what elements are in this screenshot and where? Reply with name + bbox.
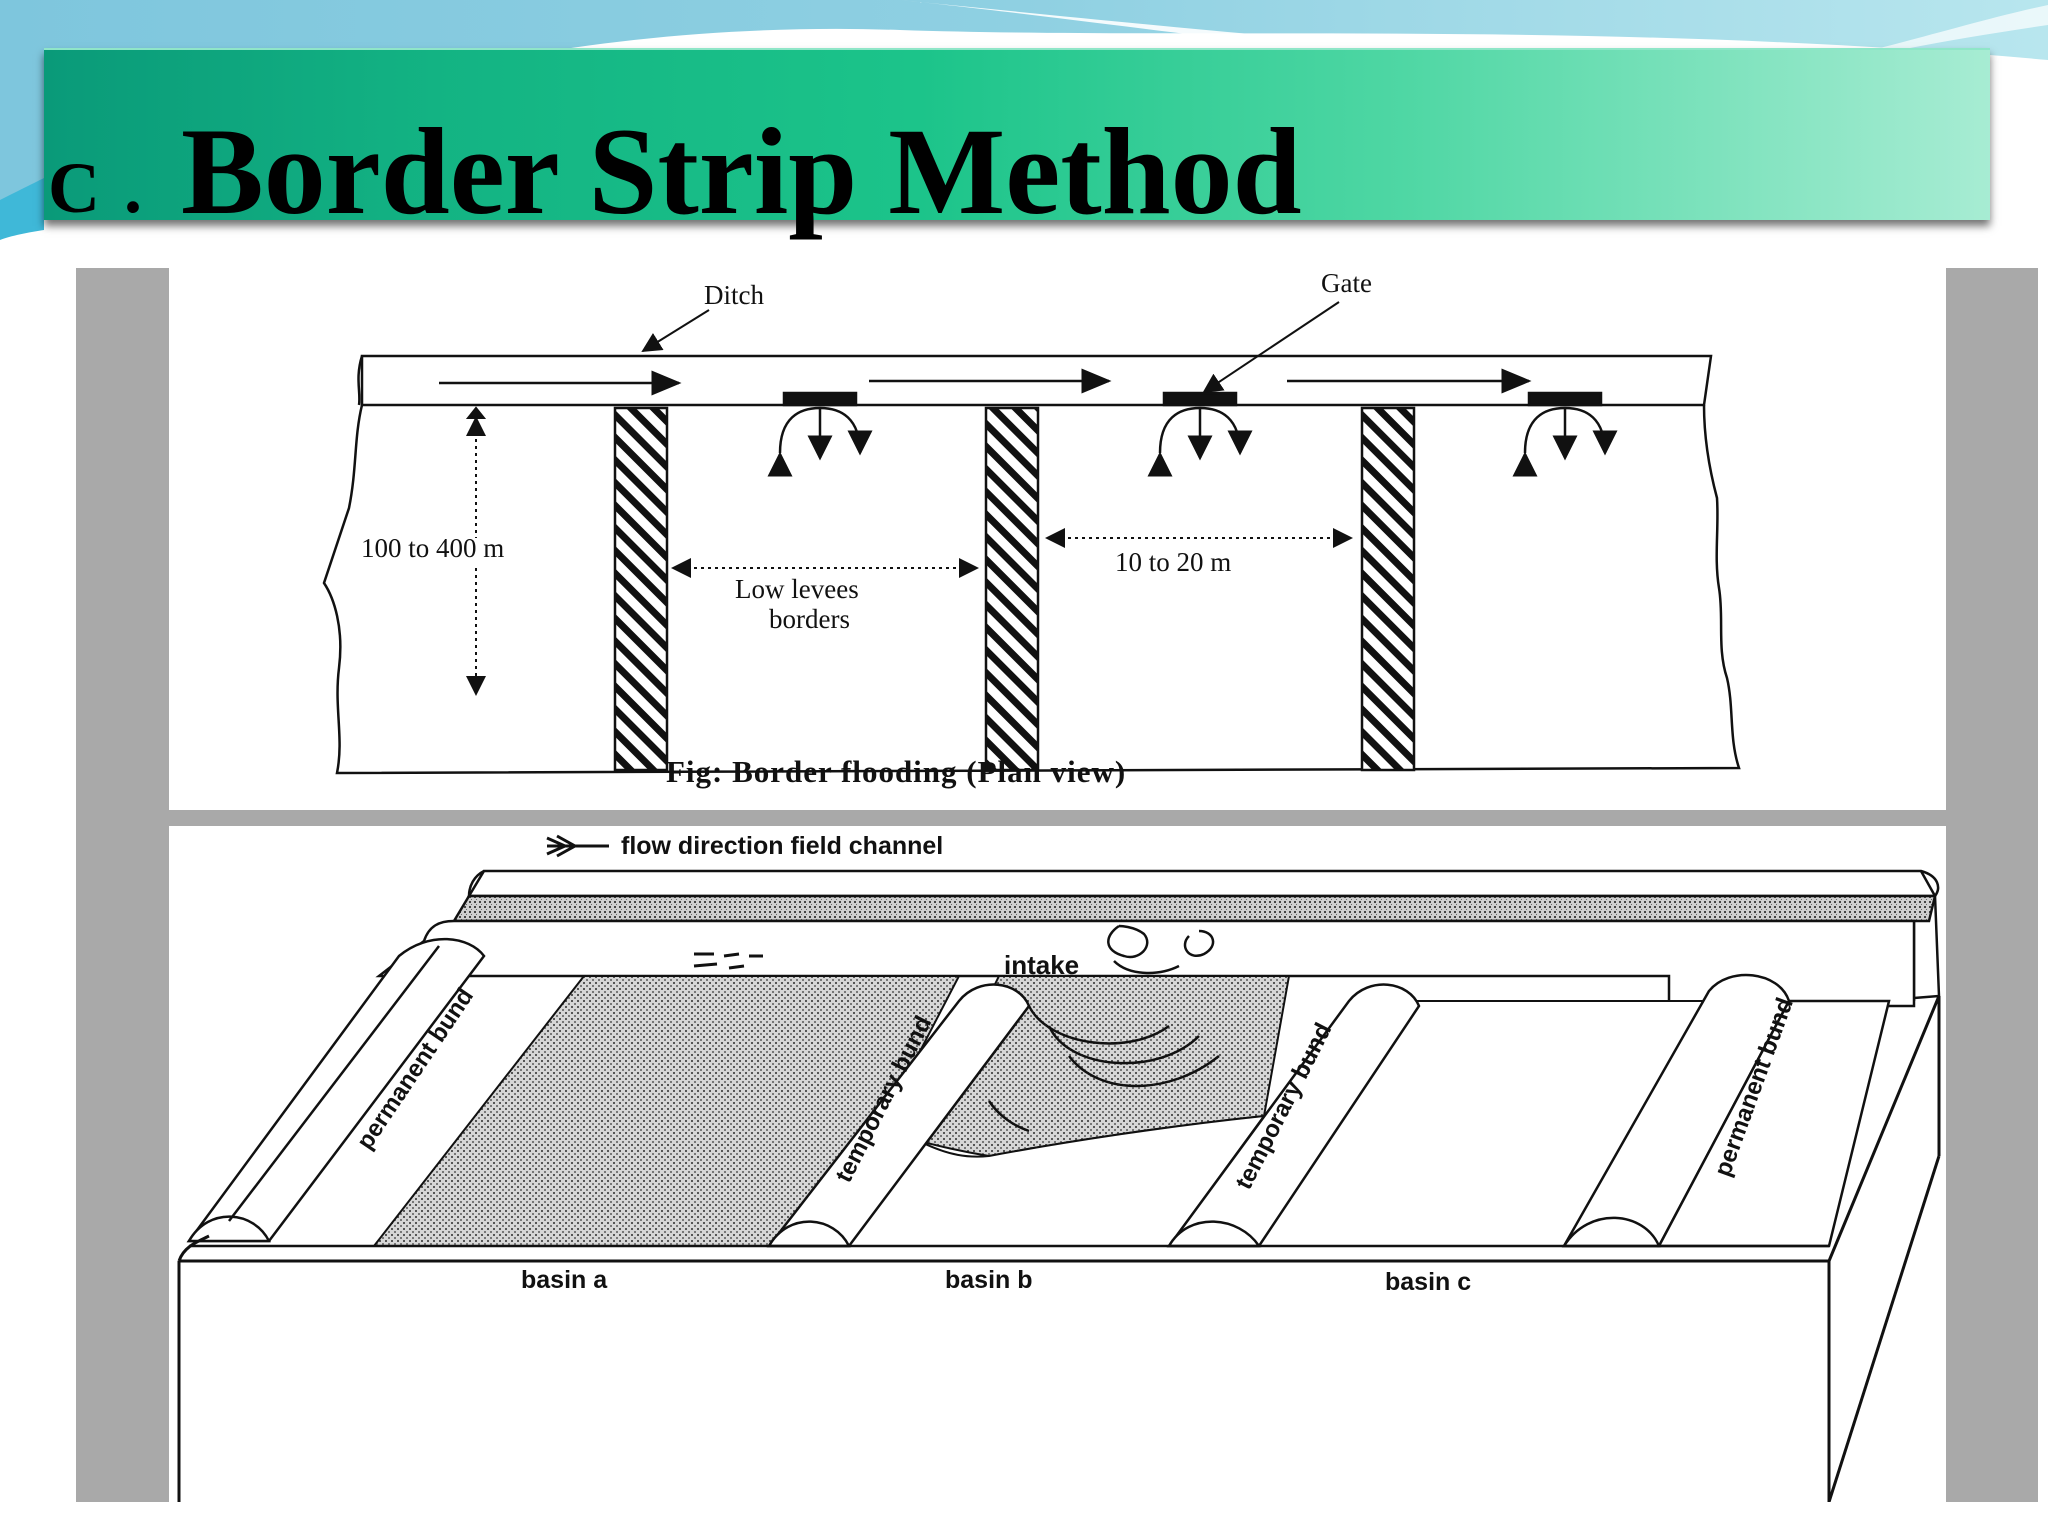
basin-b-floor [847,1114,1267,1247]
basin-view-figure: flow direction field channel [169,826,1946,1503]
levee-border [984,406,1040,772]
basin-back-edge [375,919,1916,1008]
permanent-bund-right [1561,973,1891,1248]
gate-leader [1202,301,1340,394]
levee-border [613,406,669,772]
levee-border [1360,406,1416,772]
title-bar: C . Border Strip Method [44,48,1990,234]
title-section-letter: C [48,148,100,228]
basin-c-label: basin c [1385,1268,1471,1296]
plan-view-drawing: 100 to 400 m 10 to 20 m Low levees borde… [322,268,1741,789]
flow-direction-label: flow direction field channel [621,832,943,860]
ditch-label: Ditch [704,280,764,310]
levee-label-line2: borders [769,604,850,634]
basin-outer-box [177,995,1941,1503]
flow-arrow-icon [546,834,609,858]
title-section-dot: . [124,148,142,228]
field-channel [451,869,1941,1001]
title-text: Border Strip Method [181,103,1302,240]
width-label: 10 to 20 m [1115,547,1231,577]
permanent-bund-left [186,937,486,1243]
temporary-bund-2 [1166,983,1421,1248]
length-label: 100 to 400 m [361,533,504,563]
gate-label: Gate [1321,268,1372,298]
figure-caption: Fig: Border flooding (Plan view) [666,754,1126,789]
temporary-bund-1 [766,983,1031,1248]
basin-a-label: basin a [521,1266,608,1294]
basin-drawing: flow direction field channel [177,832,1941,1503]
gate-outlet [1147,391,1253,477]
length-dimension [465,406,487,696]
ditch-leader [641,309,710,353]
gate-outlet [1512,391,1618,477]
plan-view-figure: 100 to 400 m 10 to 20 m Low levees borde… [169,268,1946,810]
flow-splash-icon [693,952,763,970]
basin-b-label: basin b [945,1266,1033,1294]
gate-outlet [767,391,873,477]
intake-label: intake [1004,950,1079,980]
intake-swirl [987,924,1220,1133]
field-outline [322,404,1741,775]
levee-label-line1: Low levees [735,574,859,604]
